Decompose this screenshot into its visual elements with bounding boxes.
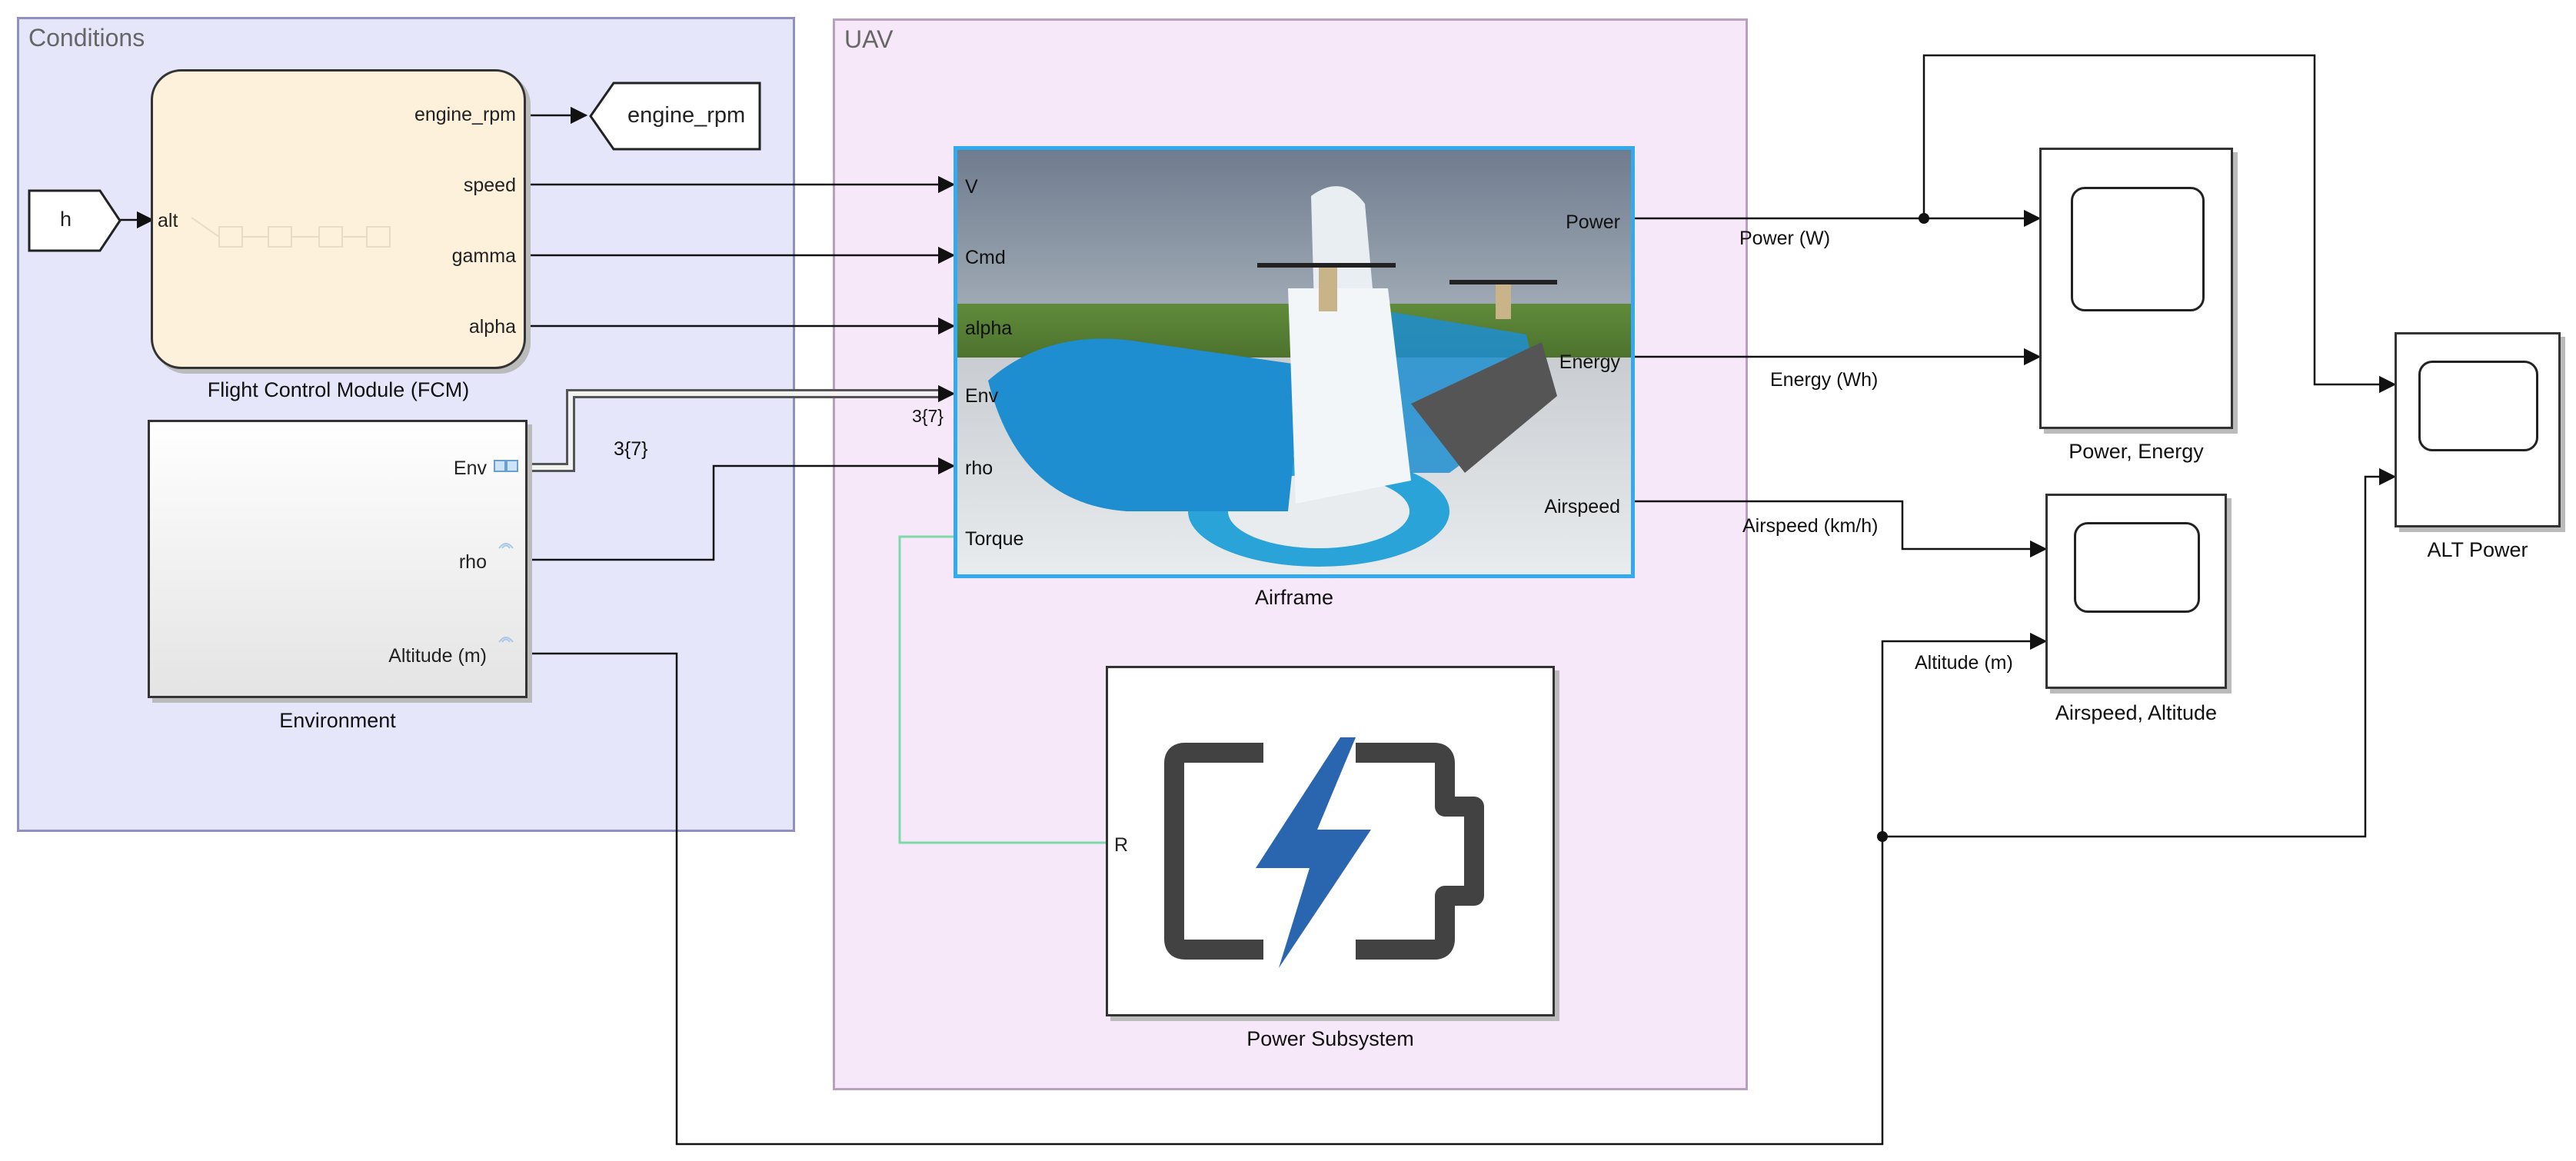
scope-airspeed-altitude-caption: Airspeed, Altitude [2055,701,2218,724]
fcm-out-gamma: gamma [451,245,516,267]
environment-altitude-signal-icon [498,637,514,643]
signal-label-energy: Energy (Wh) [1770,369,1879,391]
airframe-out-power: Power [1566,211,1620,233]
airframe-out-airspeed: Airspeed [1544,496,1620,517]
branch-dot-power [1919,213,1929,224]
from-block-label: h [60,208,72,231]
scope-alt-power[interactable] [2395,332,2561,527]
airframe-photo [957,150,1631,574]
scope-alt-power-caption: ALT Power [2427,538,2528,561]
signal-label-airspeed: Airspeed (km/h) [1742,515,1879,537]
fcm-out-alpha: alpha [468,316,516,338]
conditions-area-label: Conditions [28,24,145,52]
airframe-out-energy: Energy [1559,351,1620,373]
scope-airspeed-altitude-screen [2074,522,2200,613]
airframe-in-alpha: alpha [965,318,1013,339]
power-subsystem-block[interactable]: R [1106,666,1555,1016]
uav-area-label: UAV [844,25,894,53]
from-block-h[interactable]: h [28,189,123,252]
signal-altitude-to-alt-power [1882,467,2397,838]
signal-altitude-to-scope [1881,632,2048,837]
fcm-caption: Flight Control Module (FCM) [207,378,470,401]
goto-block-label: engine_rpm [627,103,746,128]
airframe-in-env: Env [965,385,999,407]
fcm-out-engine-rpm: engine_rpm [414,104,516,125]
airframe-in-cmd: Cmd [965,247,1006,268]
scope-alt-power-screen [2418,361,2538,451]
environment-block[interactable]: Env rho Altitude (m) [148,420,528,698]
scope-airspeed-altitude[interactable] [2045,494,2227,689]
airframe-in-v: V [965,176,978,198]
power-subsystem-port-r: R [1114,834,1129,856]
goto-block-shape [589,82,761,151]
branch-dot-altitude [1877,831,1888,842]
from-block-shape [28,189,121,252]
fcm-out-speed: speed [463,175,516,196]
signal-label-altitude: Altitude (m) [1915,652,2013,674]
scope-power-energy-caption: Power, Energy [2068,440,2204,463]
battery-charging-icon [1164,737,1484,968]
airframe-in-rho: rho [965,457,993,479]
signal-rho [528,457,956,561]
signal-power-to-alt-power [1922,54,2397,394]
environment-caption: Environment [279,709,396,732]
bus-dimension-label-right: 3{7} [912,406,944,426]
scope-power-energy-screen [2071,187,2205,311]
signal-altitude [528,652,1884,1146]
bus-env [528,389,940,472]
airframe-block[interactable]: V Cmd alpha Env rho Torque Power Energy … [954,146,1635,578]
environment-rho-signal-icon [498,543,514,549]
goto-block-engine-rpm[interactable]: engine_rpm [589,82,763,151]
physical-torque-line [898,535,1106,844]
bus-dimension-label-left: 3{7} [614,438,648,460]
airframe-port-torque: Torque [965,528,1024,550]
power-subsystem-caption: Power Subsystem [1246,1027,1414,1050]
fcm-block[interactable]: alt engine_rpm speed gamma alpha [151,69,526,369]
environment-env-badge-icon [494,460,518,472]
fcm-internal-preview [191,217,391,248]
environment-out-rho: rho [458,551,487,573]
signal-label-power: Power (W) [1739,228,1831,249]
environment-out-env: Env [453,457,487,479]
signal-airspeed [1635,500,2048,558]
airframe-caption: Airframe [1254,586,1333,609]
scope-power-energy[interactable] [2039,148,2233,429]
environment-out-altitude: Altitude (m) [388,645,487,667]
fcm-in-alt: alt [158,210,178,231]
